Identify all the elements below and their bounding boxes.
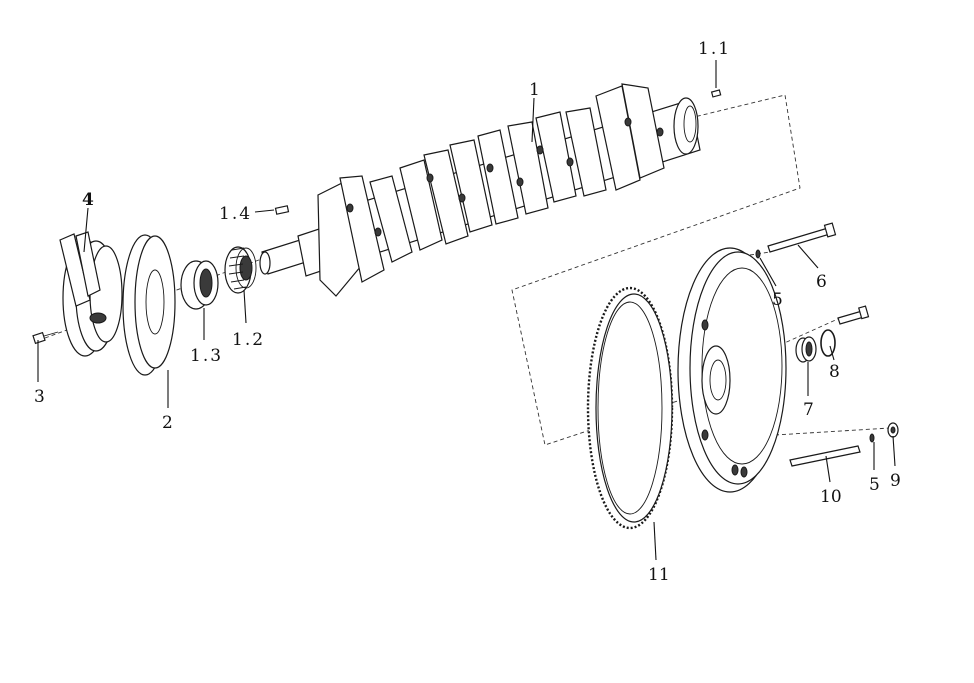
ring-gear — [586, 286, 674, 530]
label-part-1-2: 1.2 — [232, 330, 265, 350]
vibration-damper — [122, 234, 176, 376]
snap-ring — [820, 329, 836, 357]
label-part-1-4: 1.4 — [219, 204, 252, 224]
label-part-10: 10 — [820, 487, 842, 507]
timing-gear — [224, 246, 257, 294]
label-part-9: 9 — [890, 471, 901, 491]
leader-lines — [37, 60, 896, 561]
nut-part-9 — [887, 422, 899, 438]
label-part-5-upper: 5 — [772, 290, 783, 310]
label-part-3: 3 — [34, 387, 45, 407]
washer-part-5-lower — [869, 433, 875, 443]
label-part-2: 2 — [162, 413, 173, 433]
washer-part-5-upper — [755, 249, 761, 259]
label-part-7: 7 — [803, 400, 814, 420]
label-part-11: 11 — [648, 565, 670, 585]
label-part-5-lower: 5 — [869, 475, 880, 495]
label-part-8: 8 — [829, 362, 840, 382]
label-part-1: 1 — [529, 80, 540, 100]
seal-ring — [180, 260, 219, 310]
long-bolt-part-6 — [767, 222, 837, 253]
label-part-4: 4 — [82, 190, 94, 210]
pulley — [59, 231, 123, 357]
label-part-1-3: 1.3 — [190, 346, 223, 366]
stud-part-10 — [789, 445, 861, 467]
bolt-part-3 — [32, 331, 59, 345]
part-labels: 1 1.1 1.4 1.2 1.3 2 3 4 5 6 7 8 9 10 5 1… — [34, 39, 901, 585]
flywheel — [677, 247, 787, 493]
pin-part-1-4 — [274, 205, 290, 215]
key-part-1-1 — [710, 89, 722, 98]
label-part-1-1: 1.1 — [698, 39, 731, 59]
bolt-upper-right — [837, 305, 870, 325]
crankshaft — [259, 83, 701, 297]
label-part-6: 6 — [816, 272, 827, 292]
pilot-bearing — [795, 336, 817, 363]
